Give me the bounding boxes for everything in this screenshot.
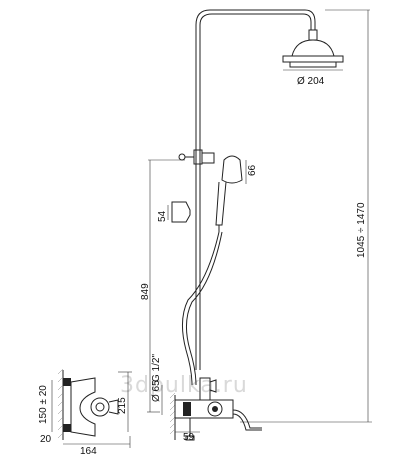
hand-shower: 66 xyxy=(215,155,258,232)
dim-total-height: 1045 ÷ 1470 xyxy=(356,202,367,258)
dim-outlet-offset: 59 xyxy=(183,432,195,443)
shower-hose xyxy=(182,231,220,386)
dim-mixer-width: 164 xyxy=(80,446,97,457)
dim-hand-shower-head: 66 xyxy=(247,164,258,176)
dim-bottom-offset: 20 xyxy=(40,434,52,445)
dim-showerhead-diameter: Ø 204 xyxy=(297,76,325,87)
dim-849-group: 849 xyxy=(140,159,185,413)
dim-holder-height: 54 xyxy=(157,210,168,222)
dim-hand-shower-height: 849 xyxy=(140,283,151,300)
watermark: 3dpulka.ru xyxy=(120,373,248,398)
mixer-front: Ø 65 G 1/2" 59 xyxy=(151,354,262,443)
dim-pipe-diameter: Ø 65 xyxy=(151,380,162,402)
dim-thread: G 1/2" xyxy=(151,354,162,382)
riser-rail xyxy=(178,25,215,370)
rain-shower-head: Ø 204 xyxy=(195,9,344,87)
dim-total-group: 1045 ÷ 1470 xyxy=(240,9,372,423)
dim-mixer-depth-ratio: 150 ± 20 xyxy=(38,385,49,424)
mixer-side-view: 150 ± 20 215 20 164 xyxy=(38,368,132,457)
wall-holder: 54 xyxy=(157,201,191,223)
dim-mixer-height: 215 xyxy=(117,397,128,414)
